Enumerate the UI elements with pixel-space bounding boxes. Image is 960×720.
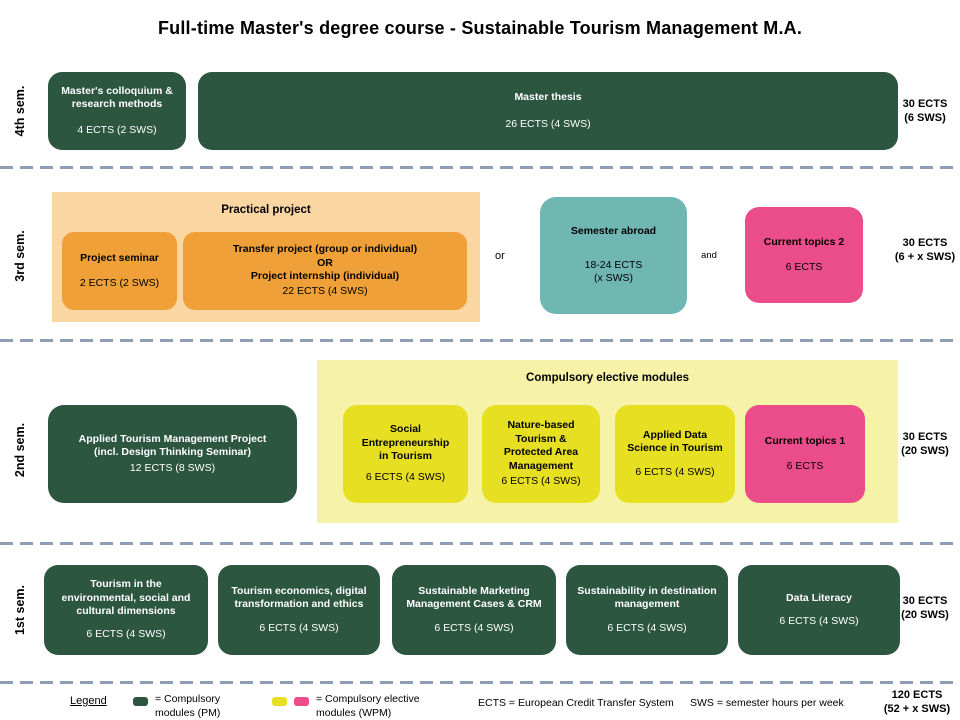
grand-total: 120 ECTS (52 + x SWS) [883, 689, 951, 716]
module-ects: 6 ECTS (4 SWS) [779, 615, 859, 627]
module-current-topics-2: Current topics 2 6 ECTS [745, 207, 863, 303]
module-applied-tourism-project: Applied Tourism Management Project (incl… [48, 405, 297, 503]
page-title: Full-time Master's degree course - Susta… [157, 18, 803, 38]
module-master-thesis: Master thesis 26 ECTS (4 SWS) [198, 72, 898, 150]
module-tourism-dimensions: Tourism in the environmental, social and… [44, 565, 208, 655]
or-connector: or [495, 250, 505, 262]
module-ects: 6 ECTS [785, 261, 823, 273]
module-ects: 6 ECTS [786, 460, 824, 472]
legend-elective-pink-swatch [294, 697, 309, 706]
module-current-topics-1: Current topics 1 6 ECTS [745, 405, 865, 503]
module-ects: 6 ECTS (4 SWS) [365, 471, 446, 484]
separator [0, 166, 960, 169]
sem2-total: 30 ECTS (20 SWS) [901, 431, 949, 458]
module-title: Current topics 1 [764, 434, 846, 447]
module-ects: 2 ECTS (2 SWS) [79, 277, 160, 289]
module-title: Project seminar [80, 251, 159, 264]
sem3-total: 30 ECTS (6 + x SWS) [894, 237, 956, 264]
module-ects: 6 ECTS (4 SWS) [635, 465, 715, 478]
sem2-label: 2nd sem. [13, 422, 27, 478]
module-title: Applied Data Science in Tourism [627, 428, 723, 455]
legend-compulsory-text: = Compulsory modules (PM) [155, 693, 221, 719]
module-title: Applied Tourism Management Project (incl… [78, 432, 267, 459]
module-title: Data Literacy [786, 591, 852, 604]
legend-title: Legend [70, 695, 107, 707]
separator [0, 681, 960, 684]
legend-compulsory-swatch [133, 697, 148, 706]
separator [0, 339, 960, 342]
and-connector: and [701, 250, 717, 261]
module-ects: 26 ECTS (4 SWS) [505, 118, 591, 130]
module-sustainable-marketing: Sustainable Marketing Management Cases &… [392, 565, 556, 655]
module-ects: 4 ECTS (2 SWS) [77, 123, 157, 136]
legend-sws-definition: SWS = semester hours per week [690, 697, 844, 709]
sem3-label: 3rd sem. [13, 230, 27, 282]
group-title: Compulsory elective modules [526, 372, 689, 384]
module-social-entrepreneurship: Social Entrepreneurship in Tourism 6 ECT… [343, 405, 468, 503]
module-title: Social Entrepreneurship in Tourism [361, 423, 450, 462]
sem4-label: 4th sem. [13, 85, 27, 137]
module-ects: 22 ECTS (4 SWS) [282, 285, 368, 298]
module-transfer-project: Transfer project (group or individual) O… [183, 232, 467, 310]
module-title: Tourism economics, digital transformatio… [231, 584, 367, 611]
module-title: Master thesis [514, 90, 582, 103]
module-title: Sustainable Marketing Management Cases &… [406, 584, 542, 611]
module-ects: 6 ECTS (4 SWS) [86, 628, 166, 641]
module-ects: 6 ECTS (4 SWS) [434, 621, 514, 634]
module-title: Tourism in the environmental, social and… [61, 578, 191, 617]
module-title: Sustainability in destination management [577, 584, 717, 611]
legend-elective-text: = Compulsory elective modules (WPM) [316, 693, 420, 719]
legend-ects-definition: ECTS = European Credit Transfer System [478, 697, 674, 709]
module-data-literacy: Data Literacy 6 ECTS (4 SWS) [738, 565, 900, 655]
legend-elective-yellow-swatch [272, 697, 287, 706]
module-ects: 6 ECTS (4 SWS) [501, 475, 581, 488]
sem1-total: 30 ECTS (20 SWS) [901, 595, 949, 622]
module-masters-colloquium: Master's colloquium & research methods 4… [48, 72, 186, 150]
module-title: Master's colloquium & research methods [61, 84, 173, 111]
module-tourism-economics: Tourism economics, digital transformatio… [218, 565, 380, 655]
module-title: Current topics 2 [763, 235, 845, 248]
module-ects: 6 ECTS (4 SWS) [607, 621, 687, 634]
separator [0, 542, 960, 545]
module-project-seminar: Project seminar 2 ECTS (2 SWS) [62, 232, 177, 310]
module-ects: 6 ECTS (4 SWS) [259, 621, 339, 634]
module-title: Transfer project (group or individual) O… [232, 243, 418, 282]
module-ects: 18-24 ECTS (x SWS) [584, 258, 643, 285]
module-sustainability-destination: Sustainability in destination management… [566, 565, 728, 655]
sem4-total: 30 ECTS (6 SWS) [902, 98, 948, 125]
module-nature-based-tourism: Nature-based Tourism & Protected Area Ma… [482, 405, 600, 503]
module-semester-abroad: Semester abroad 18-24 ECTS (x SWS) [540, 197, 687, 314]
group-title: Practical project [221, 204, 311, 216]
module-title: Nature-based Tourism & Protected Area Ma… [503, 419, 579, 472]
module-ects: 12 ECTS (8 SWS) [129, 461, 216, 474]
module-title: Semester abroad [570, 225, 657, 238]
module-applied-data-science: Applied Data Science in Tourism 6 ECTS (… [615, 405, 735, 503]
sem1-label: 1st sem. [13, 584, 27, 636]
